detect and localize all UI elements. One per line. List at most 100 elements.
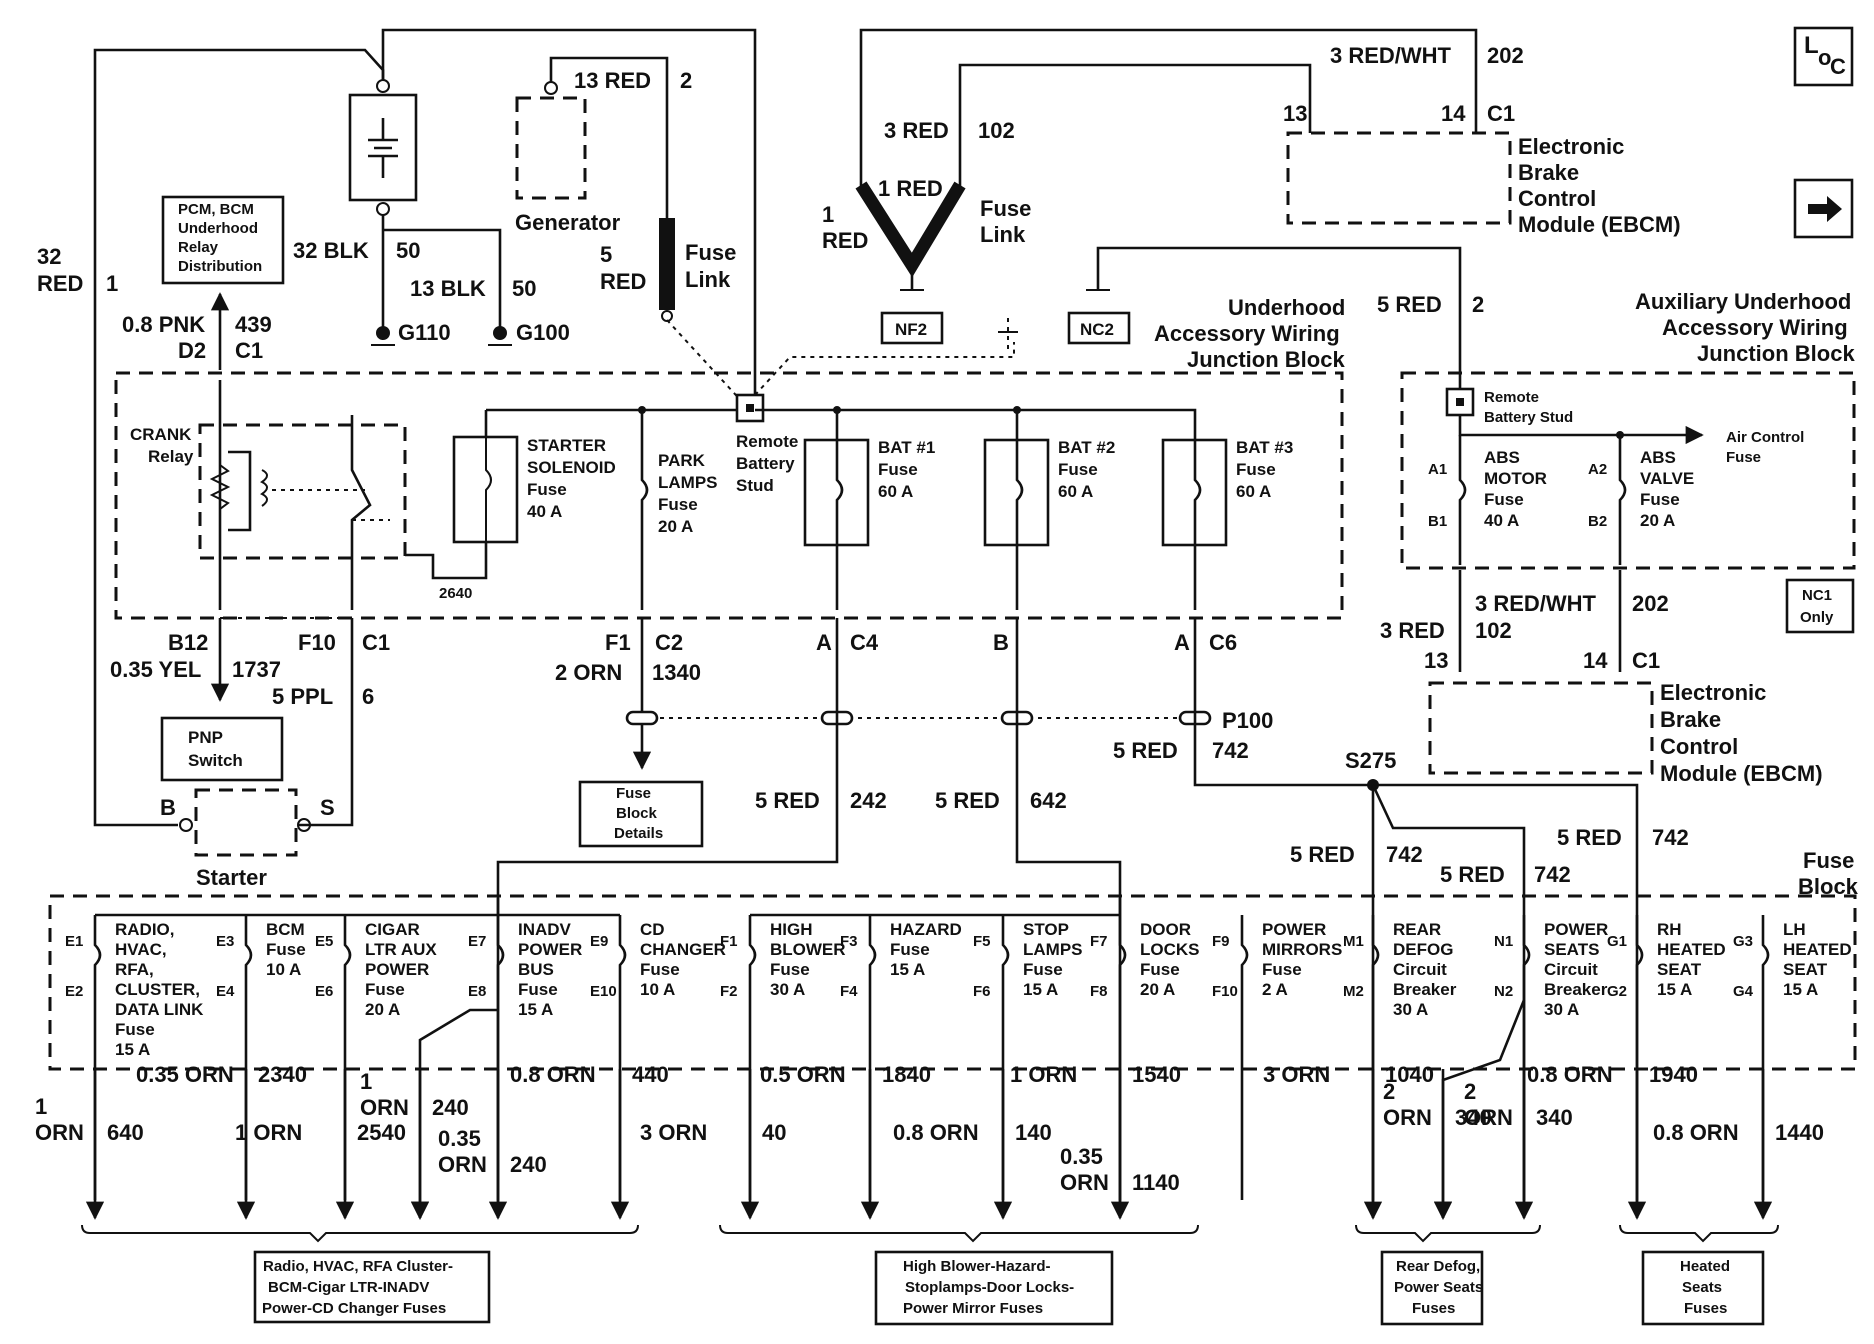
svg-text:Fuse: Fuse — [518, 980, 558, 999]
svg-text:50: 50 — [512, 276, 536, 301]
svg-text:Details: Details — [614, 825, 663, 842]
svg-text:ORN: ORN — [1383, 1105, 1432, 1130]
svg-text:Control: Control — [1518, 186, 1596, 211]
connector-row-left — [210, 617, 652, 827]
svg-text:A: A — [816, 630, 832, 655]
svg-text:32: 32 — [37, 244, 61, 269]
svg-text:Block: Block — [616, 805, 658, 822]
svg-text:Fuse: Fuse — [1803, 848, 1854, 873]
svg-text:440: 440 — [632, 1062, 669, 1087]
svg-text:DOOR: DOOR — [1140, 920, 1191, 939]
svg-text:E1: E1 — [65, 933, 83, 950]
svg-text:BCM-Cigar LTR-INADV: BCM-Cigar LTR-INADV — [268, 1279, 429, 1296]
ground-g110 — [371, 326, 395, 346]
svg-text:1840: 1840 — [882, 1062, 931, 1087]
svg-text:Fuse: Fuse — [266, 940, 306, 959]
svg-text:202: 202 — [1487, 43, 1524, 68]
svg-text:N1: N1 — [1494, 933, 1513, 950]
svg-text:15 A: 15 A — [518, 1000, 553, 1019]
svg-text:G1: G1 — [1607, 933, 1627, 950]
svg-text:F8: F8 — [1090, 983, 1108, 1000]
svg-text:CLUSTER,: CLUSTER, — [115, 980, 200, 999]
svg-text:240: 240 — [432, 1095, 469, 1120]
svg-text:F4: F4 — [840, 983, 858, 1000]
arrow-right-icon[interactable] — [1793, 178, 1854, 239]
svg-text:14: 14 — [1441, 101, 1466, 126]
svg-text:5 RED: 5 RED — [1113, 738, 1178, 763]
svg-text:HVAC,: HVAC, — [115, 940, 167, 959]
svg-text:C1: C1 — [1487, 101, 1515, 126]
svg-text:60 A: 60 A — [1058, 482, 1093, 501]
svg-text:Battery: Battery — [736, 454, 795, 473]
svg-text:LAMPS: LAMPS — [658, 473, 718, 492]
svg-text:102: 102 — [1475, 618, 1512, 643]
wire-battery-stud — [381, 28, 757, 410]
svg-text:Fuse: Fuse — [1236, 460, 1276, 479]
svg-text:ORN: ORN — [35, 1120, 84, 1145]
svg-text:Underhood: Underhood — [1228, 295, 1345, 320]
svg-text:PNP: PNP — [188, 728, 223, 747]
svg-text:Fuse: Fuse — [685, 240, 736, 265]
svg-text:Fuse: Fuse — [616, 785, 651, 802]
battery — [348, 79, 418, 216]
svg-text:C: C — [1830, 54, 1846, 79]
svg-text:Relay: Relay — [148, 447, 194, 466]
svg-text:DATA LINK: DATA LINK — [115, 1000, 204, 1019]
svg-text:1440: 1440 — [1775, 1120, 1824, 1145]
svg-text:60 A: 60 A — [1236, 482, 1271, 501]
svg-text:C1: C1 — [1632, 648, 1660, 673]
svg-text:HAZARD: HAZARD — [890, 920, 962, 939]
svg-text:1540: 1540 — [1132, 1062, 1181, 1087]
svg-text:D2: D2 — [178, 338, 206, 363]
svg-text:50: 50 — [396, 238, 420, 263]
loc-icon: L o C — [1793, 26, 1854, 87]
svg-text:G110: G110 — [398, 320, 451, 345]
svg-text:15 A: 15 A — [1783, 980, 1818, 999]
svg-text:Circuit: Circuit — [1393, 960, 1447, 979]
ground-g100 — [488, 326, 512, 346]
svg-text:0.8 PNK: 0.8 PNK — [122, 312, 205, 337]
svg-text:Fuse: Fuse — [115, 1020, 155, 1039]
remote-battery-stud — [735, 342, 1015, 423]
crank-relay — [198, 380, 407, 610]
svg-text:30 A: 30 A — [1544, 1000, 1579, 1019]
svg-text:E10: E10 — [590, 983, 617, 1000]
svg-text:2540: 2540 — [357, 1120, 406, 1145]
svg-text:ORN: ORN — [1464, 1105, 1513, 1130]
group-radio-hvac: Radio, HVAC, RFA Cluster- BCM-Cigar LTR-… — [81, 1224, 639, 1324]
svg-text:20 A: 20 A — [1640, 511, 1675, 530]
svg-text:Fuse: Fuse — [1140, 960, 1180, 979]
svg-text:20 A: 20 A — [1140, 980, 1175, 999]
svg-text:F3: F3 — [840, 933, 858, 950]
svg-text:1140: 1140 — [1132, 1170, 1180, 1195]
svg-text:E2: E2 — [65, 983, 83, 1000]
svg-text:Fuse: Fuse — [890, 940, 930, 959]
svg-text:B1: B1 — [1428, 513, 1447, 530]
svg-text:3 ORN: 3 ORN — [640, 1120, 707, 1145]
svg-text:SEAT: SEAT — [1783, 960, 1828, 979]
svg-text:5 PPL: 5 PPL — [272, 684, 333, 709]
svg-text:RED: RED — [600, 269, 646, 294]
svg-text:40 A: 40 A — [1484, 511, 1519, 530]
svg-text:BAT #1: BAT #1 — [878, 438, 935, 457]
svg-text:2: 2 — [1472, 292, 1484, 317]
svg-text:C1: C1 — [235, 338, 263, 363]
svg-text:F1: F1 — [720, 933, 738, 950]
svg-text:15 A: 15 A — [890, 960, 925, 979]
svg-text:Fuse: Fuse — [1726, 449, 1761, 466]
svg-text:Fuse: Fuse — [1058, 460, 1098, 479]
svg-text:5 RED: 5 RED — [1557, 825, 1622, 850]
svg-text:Circuit: Circuit — [1544, 960, 1598, 979]
svg-text:439: 439 — [235, 312, 272, 337]
svg-text:F7: F7 — [1090, 933, 1108, 950]
svg-text:242: 242 — [850, 788, 887, 813]
fuse-link-left — [659, 218, 746, 406]
svg-text:1: 1 — [360, 1069, 372, 1094]
